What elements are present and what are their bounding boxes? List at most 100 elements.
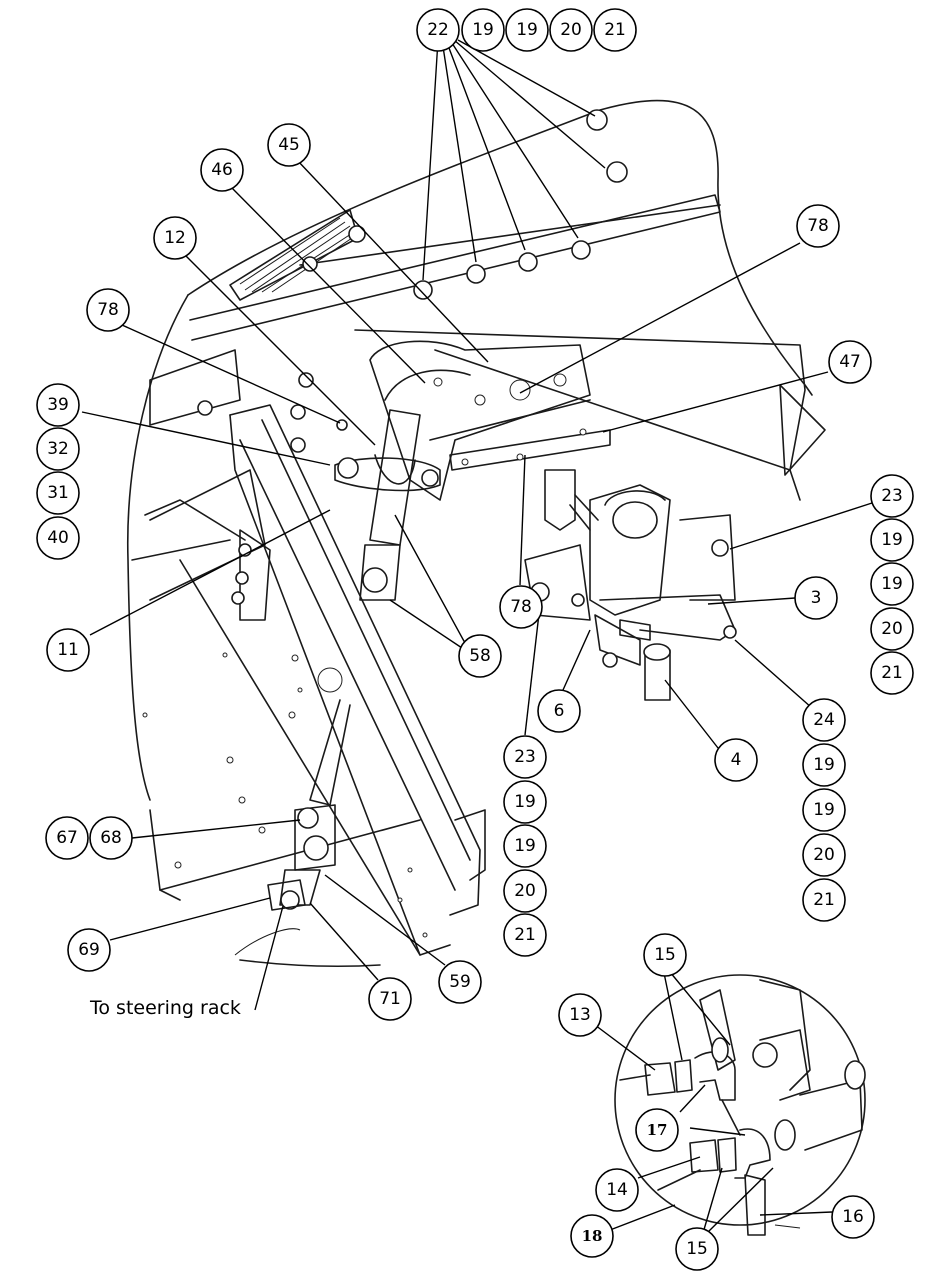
svg-text:19: 19: [813, 755, 835, 775]
svg-text:18: 18: [582, 1227, 603, 1245]
callout-20-right: 20: [870, 607, 914, 651]
callout-19-lower-b: 19: [503, 824, 547, 868]
callout-78-lower: 78: [499, 585, 543, 629]
svg-text:78: 78: [97, 300, 119, 320]
svg-text:20: 20: [560, 20, 582, 40]
callout-17: 17: [635, 1108, 679, 1152]
svg-text:19: 19: [514, 836, 536, 856]
svg-text:58: 58: [469, 646, 491, 666]
svg-text:31: 31: [47, 483, 69, 503]
callout-47: 47: [828, 340, 872, 384]
callout-58: 58: [458, 634, 502, 678]
svg-text:24: 24: [813, 710, 835, 730]
callout-20-top: 20: [549, 8, 593, 52]
hatched-panel: [229, 209, 359, 301]
callout-20-mid: 20: [802, 833, 846, 877]
callout-14: 14: [595, 1168, 639, 1212]
svg-text:20: 20: [881, 619, 903, 639]
master-cylinder: [524, 469, 737, 701]
main-view-outline: [126, 99, 813, 967]
callout-22-top: 22: [416, 8, 460, 52]
callout-18: 18: [570, 1214, 614, 1258]
callout-4: 4: [714, 738, 758, 782]
callout-15-bottom: 15: [675, 1227, 719, 1271]
callout-19-right-b: 19: [870, 562, 914, 606]
svg-text:67: 67: [56, 828, 78, 848]
svg-text:4: 4: [731, 750, 742, 770]
svg-text:17: 17: [647, 1121, 668, 1139]
callout-6: 6: [537, 689, 581, 733]
svg-text:14: 14: [606, 1180, 628, 1200]
svg-text:19: 19: [516, 20, 538, 40]
callout-16: 16: [831, 1195, 875, 1239]
svg-text:78: 78: [510, 597, 532, 617]
svg-text:11: 11: [57, 640, 79, 660]
svg-text:45: 45: [278, 135, 300, 155]
callout-21-mid: 21: [802, 878, 846, 922]
svg-text:19: 19: [881, 530, 903, 550]
svg-text:20: 20: [813, 845, 835, 865]
svg-text:59: 59: [449, 972, 471, 992]
svg-text:6: 6: [554, 701, 565, 721]
svg-text:3: 3: [811, 588, 822, 608]
callout-15-top: 15: [643, 933, 687, 977]
svg-text:23: 23: [514, 747, 536, 767]
svg-text:19: 19: [881, 574, 903, 594]
callout-23-right: 23: [870, 474, 914, 518]
to-steering-rack-note: To steering rack: [89, 997, 241, 1019]
callout-68: 68: [89, 816, 133, 860]
callout-20-lower: 20: [503, 869, 547, 913]
callout-40: 40: [36, 516, 80, 560]
callout-13: 13: [558, 993, 602, 1037]
leader-lines: [81, 39, 873, 1234]
callout-21-lower: 21: [503, 913, 547, 957]
callout-32: 32: [36, 427, 80, 471]
svg-text:46: 46: [211, 160, 233, 180]
frame-rail: [179, 404, 486, 956]
svg-text:21: 21: [881, 663, 903, 683]
svg-text:22: 22: [427, 20, 449, 40]
callout-11: 11: [46, 628, 90, 672]
svg-text:19: 19: [514, 792, 536, 812]
callout-12: 12: [153, 216, 197, 260]
panel-holes: [142, 428, 587, 938]
svg-text:21: 21: [813, 890, 835, 910]
svg-text:21: 21: [514, 925, 536, 945]
column-bracket: [369, 340, 611, 501]
callout-45: 45: [267, 123, 311, 167]
svg-text:39: 39: [47, 395, 69, 415]
svg-text:40: 40: [47, 528, 69, 548]
svg-text:19: 19: [472, 20, 494, 40]
svg-text:68: 68: [100, 828, 122, 848]
svg-text:32: 32: [47, 439, 69, 459]
svg-text:12: 12: [164, 228, 186, 248]
callout-19-top-b: 19: [505, 8, 549, 52]
column-clamp: [334, 454, 441, 492]
svg-text:15: 15: [654, 945, 676, 965]
callout-71: 71: [368, 977, 412, 1021]
callout-19-top-a: 19: [461, 8, 505, 52]
svg-text:69: 69: [78, 940, 100, 960]
callout-69: 69: [67, 928, 111, 972]
callout-31: 31: [36, 471, 80, 515]
callout-24: 24: [802, 698, 846, 742]
svg-text:47: 47: [839, 352, 861, 372]
svg-text:20: 20: [514, 881, 536, 901]
detail-view: [614, 974, 866, 1236]
callout-bubbles: 22 19 19 20 21 45 46 12 78 78 47 39 32 3…: [36, 8, 914, 1271]
callout-39: 39: [36, 383, 80, 427]
svg-text:23: 23: [881, 486, 903, 506]
callout-59: 59: [438, 960, 482, 1004]
callout-19-mid-b: 19: [802, 788, 846, 832]
callout-46: 46: [200, 148, 244, 192]
callout-19-right-a: 19: [870, 518, 914, 562]
svg-text:16: 16: [842, 1207, 864, 1227]
callout-21-right: 21: [870, 651, 914, 695]
lower-ujoint: [234, 804, 336, 956]
callout-19-lower-a: 19: [503, 780, 547, 824]
body-panels: [131, 194, 826, 901]
svg-text:21: 21: [604, 20, 626, 40]
callout-67: 67: [45, 816, 89, 860]
svg-text:19: 19: [813, 800, 835, 820]
